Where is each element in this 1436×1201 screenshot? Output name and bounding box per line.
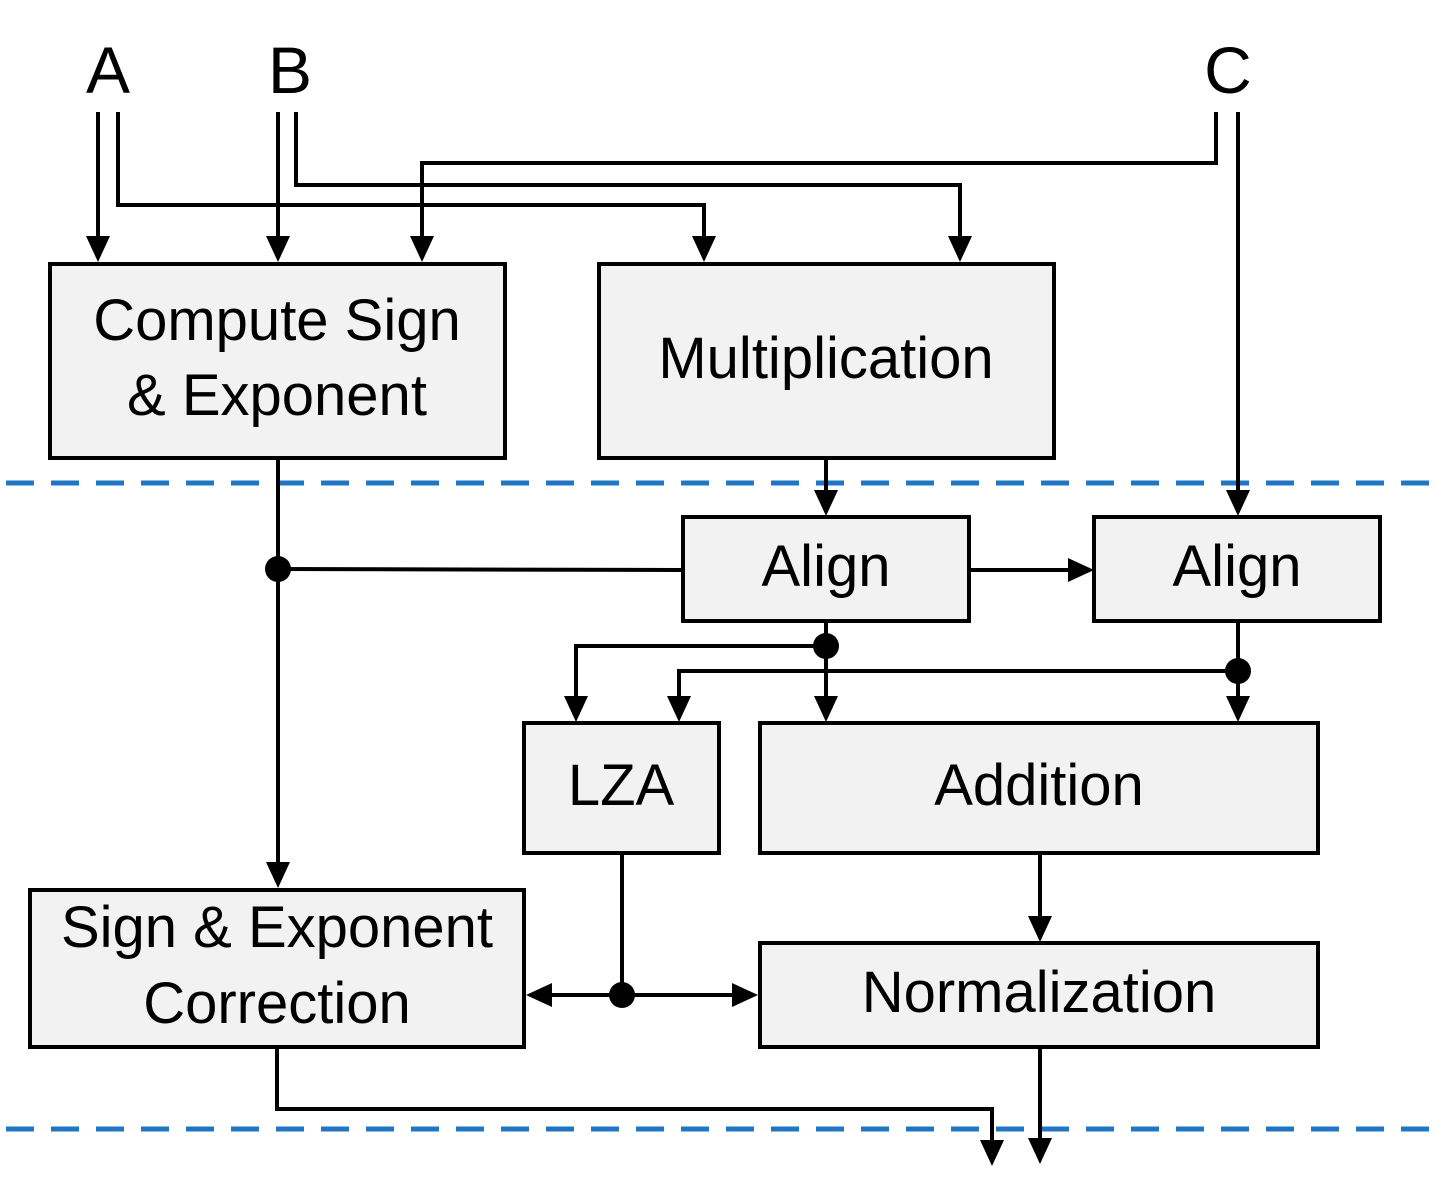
- lza-block: LZA: [522, 721, 721, 855]
- align-product-block: Align: [681, 515, 971, 623]
- input-label-b: B: [268, 33, 312, 107]
- junction-dot: [265, 556, 291, 582]
- internal-wires: [266, 459, 1250, 1166]
- sign-exponent-correction-label-line2: Correction: [143, 971, 411, 1036]
- input-wires: [86, 112, 1250, 516]
- compute-sign-exponent-block: Compute Sign & Exponent: [48, 262, 507, 460]
- multiplication-label: Multiplication: [658, 326, 993, 391]
- junction-dot: [813, 633, 839, 659]
- sign-exponent-correction-label-line1: Sign & Exponent: [61, 895, 493, 960]
- sign-exponent-correction-block: Sign & Exponent Correction: [28, 888, 526, 1049]
- addition-label: Addition: [934, 753, 1144, 818]
- lza-label: LZA: [568, 753, 675, 818]
- compute-sign-exponent-label-line1: Compute Sign: [93, 288, 461, 353]
- compute-sign-exponent-label-line2: & Exponent: [127, 363, 427, 428]
- align-product-label: Align: [762, 534, 891, 599]
- align-addend-label: Align: [1173, 534, 1302, 599]
- normalization-label: Normalization: [862, 960, 1217, 1025]
- addition-block: Addition: [758, 721, 1320, 855]
- input-label-a: A: [86, 33, 130, 107]
- junction-dot: [609, 982, 635, 1008]
- normalization-block: Normalization: [758, 941, 1320, 1049]
- align-addend-block: Align: [1092, 515, 1382, 623]
- multiplication-block: Multiplication: [597, 262, 1056, 460]
- input-label-c: C: [1204, 33, 1252, 107]
- junction-dot: [1225, 658, 1251, 684]
